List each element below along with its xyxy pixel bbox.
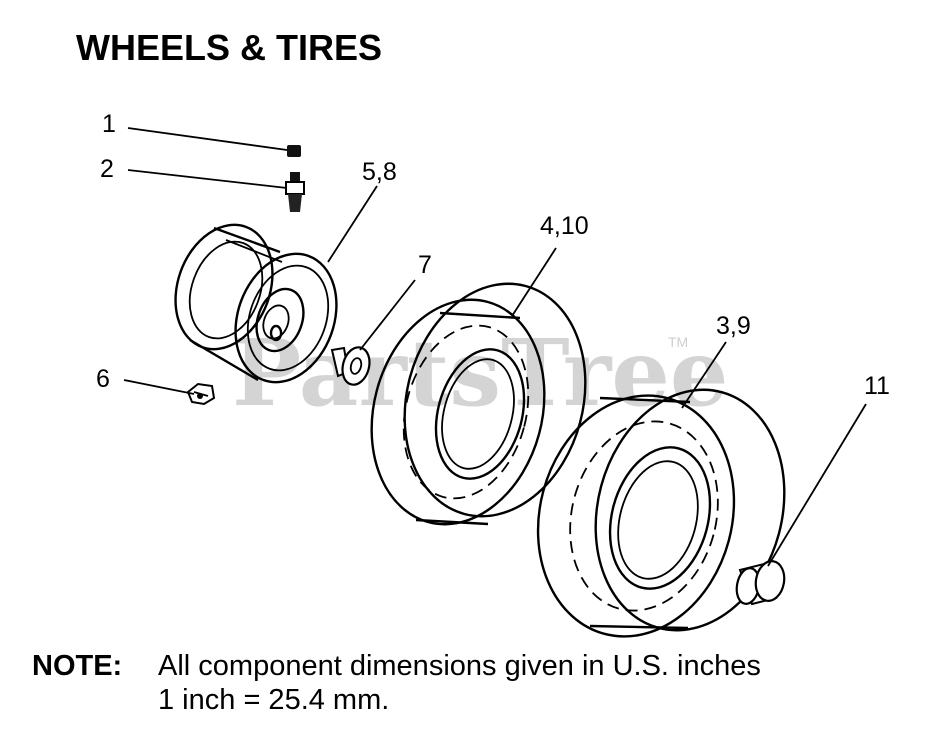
part-valve-stem <box>285 172 305 212</box>
callout-6: 6 <box>96 365 110 393</box>
leader-6 <box>123 379 195 395</box>
part-wheel-bolt <box>186 382 216 406</box>
note-label: NOTE: <box>32 650 122 682</box>
callout-1: 1 <box>102 110 116 138</box>
watermark: PartsTree <box>232 319 728 427</box>
diagram-title: WHEELS & TIRES <box>76 27 382 68</box>
leader-3-9 <box>681 341 727 409</box>
note-line-1: All component dimensions given in U.S. i… <box>158 650 761 682</box>
callout-2: 2 <box>100 155 114 183</box>
leader-1 <box>127 127 288 151</box>
callout-11: 11 <box>864 372 890 400</box>
callout-7: 7 <box>418 251 432 279</box>
leader-lines <box>123 127 867 567</box>
part-tire-rear <box>536 388 786 638</box>
part-tire-front <box>370 282 587 526</box>
part-hub-cap <box>735 560 786 606</box>
watermark-trademark: TM <box>668 334 688 350</box>
leader-5-8 <box>327 185 378 263</box>
leader-4-10 <box>511 247 557 317</box>
part-wheel-rim <box>174 223 338 384</box>
callout-3-9: 3,9 <box>716 312 751 340</box>
leader-11 <box>767 403 867 567</box>
callout-5-8: 5,8 <box>362 158 397 186</box>
note-line-2: 1 inch = 25.4 mm. <box>158 684 389 716</box>
callout-4-10: 4,10 <box>540 212 589 240</box>
leader-2 <box>127 169 288 189</box>
leader-7 <box>359 279 416 351</box>
part-bushing <box>330 346 371 386</box>
part-valve-cap <box>287 145 301 157</box>
